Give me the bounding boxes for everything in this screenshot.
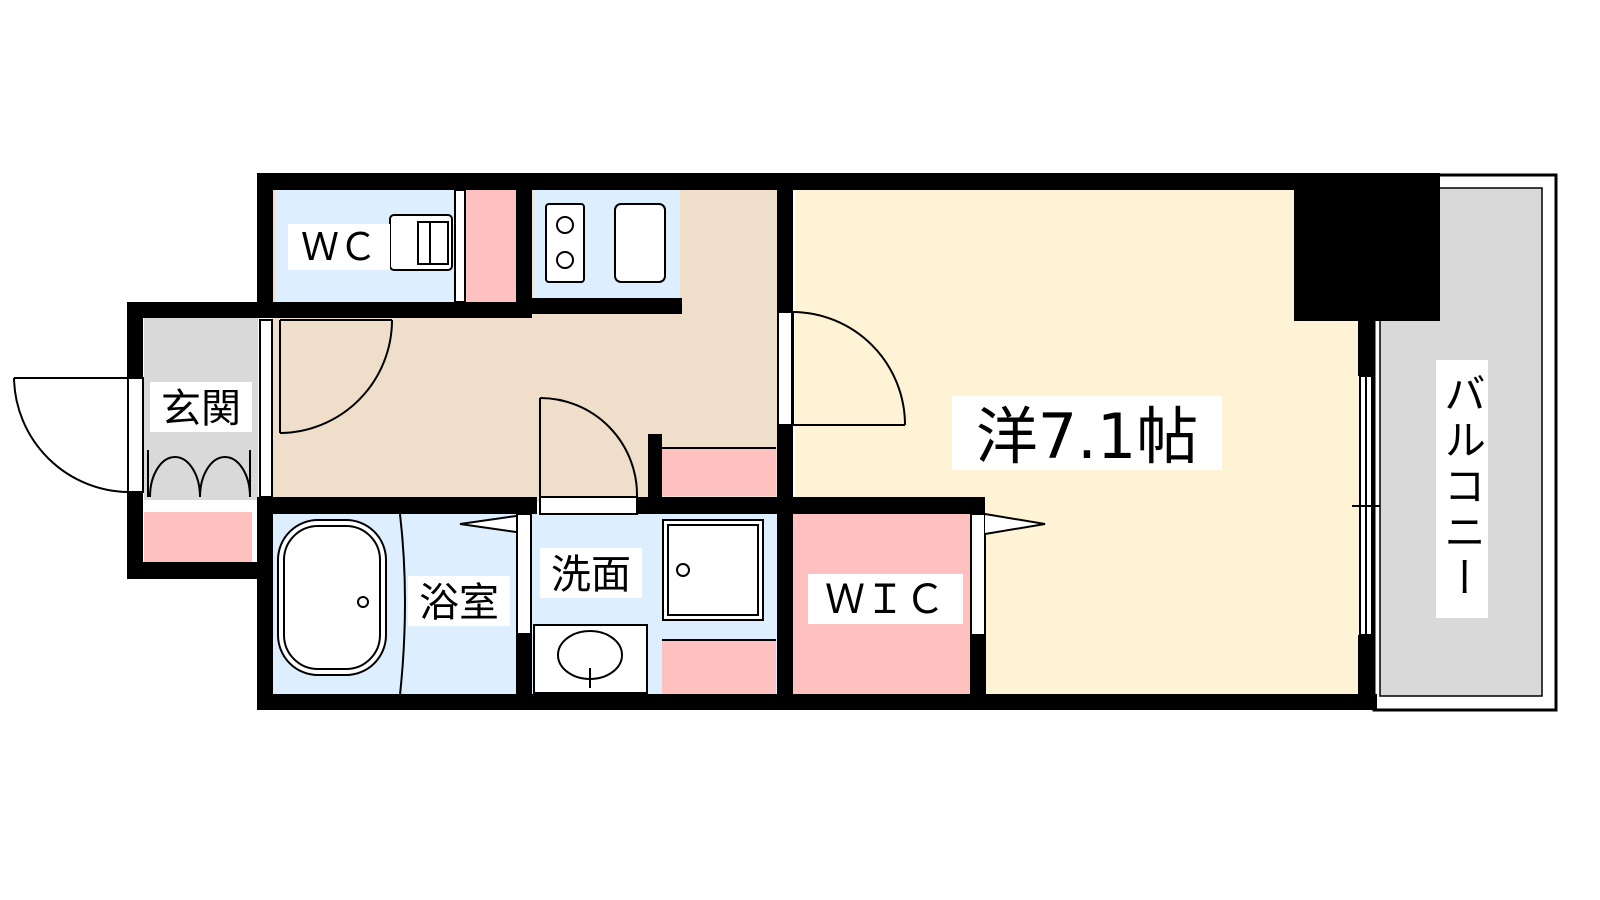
- doors: [13, 189, 1380, 641]
- label-genkan: 玄関: [161, 386, 241, 432]
- entrance-shoe-box: [144, 512, 252, 562]
- label-wc: ＷＣ: [301, 225, 377, 269]
- balcony-railing-inner: [1379, 187, 1543, 697]
- label-washroom: 洗面: [551, 552, 631, 598]
- label-wic: ＷＩＣ: [825, 577, 945, 623]
- label-balcony: バルコニー: [1438, 372, 1487, 602]
- room-labels: ＷＣ 玄関 浴室 洗面 ＷＩＣ 洋7.1帖 バルコニー: [150, 224, 1488, 626]
- wc-storage: [466, 190, 516, 302]
- balcony-railing: [1372, 173, 1558, 712]
- washroom-storage-top: [662, 448, 776, 496]
- washroom-storage-bottom: [662, 640, 776, 695]
- label-western-room: 洋7.1帖: [976, 400, 1199, 473]
- fixtures: [147, 203, 764, 696]
- label-bath: 浴室: [419, 580, 499, 626]
- walls: [127, 173, 1440, 710]
